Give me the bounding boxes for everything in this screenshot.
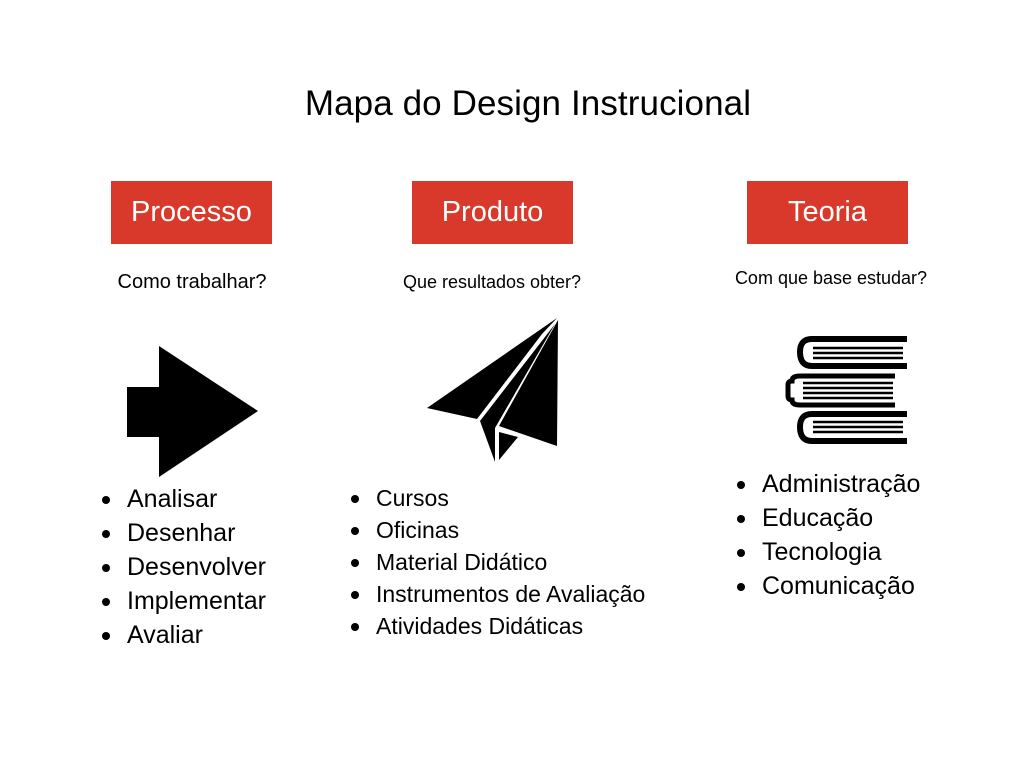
list-item: Implementar <box>96 584 266 618</box>
list-item: Administração <box>731 467 920 501</box>
books-stack-icon <box>785 336 907 444</box>
list-item: Comunicação <box>731 569 920 603</box>
list-item: Analisar <box>96 482 266 516</box>
list-item: Educação <box>731 501 920 535</box>
header-processo: Processo <box>111 181 272 244</box>
list-item: Cursos <box>345 482 645 514</box>
list-processo: Analisar Desenhar Desenvolver Implementa… <box>96 482 266 652</box>
list-produto: Cursos Oficinas Material Didático Instru… <box>345 482 645 642</box>
header-teoria: Teoria <box>747 181 908 244</box>
list-item: Atividades Didáticas <box>345 610 645 642</box>
slide-title: Mapa do Design Instrucional <box>304 84 752 123</box>
list-item: Desenvolver <box>96 550 266 584</box>
question-processo: Como trabalhar? <box>117 271 267 293</box>
paper-plane-icon <box>427 318 558 462</box>
question-teoria: Com que base estudar? <box>734 268 928 288</box>
list-item: Oficinas <box>345 514 645 546</box>
header-produto: Produto <box>412 181 573 244</box>
arrow-right-icon <box>127 346 258 477</box>
list-item: Avaliar <box>96 618 266 652</box>
list-item: Tecnologia <box>731 535 920 569</box>
question-produto: Que resultados obter? <box>402 272 582 292</box>
list-teoria: Administração Educação Tecnologia Comuni… <box>731 467 920 603</box>
list-item: Material Didático <box>345 546 645 578</box>
list-item: Instrumentos de Avaliação <box>345 578 645 610</box>
list-item: Desenhar <box>96 516 266 550</box>
